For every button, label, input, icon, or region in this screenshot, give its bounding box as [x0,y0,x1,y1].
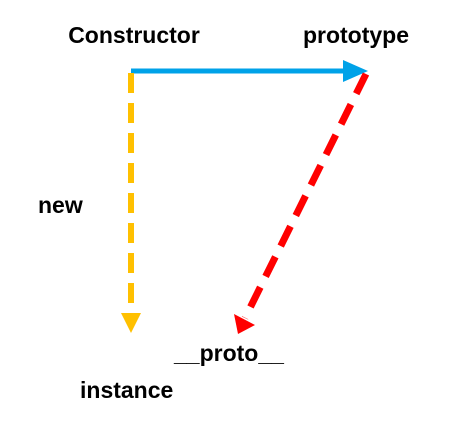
prototype-label: prototype [303,22,409,48]
proto-arrow [234,72,370,334]
new-label: new [38,192,83,218]
constructor-label: Constructor [68,22,200,48]
constructor-to-prototype-arrowhead [343,60,368,82]
constructor-to-prototype-arrow [131,60,368,82]
proto-label: __proto__ [173,340,284,366]
instance-label: instance [80,377,173,403]
proto-arrow-arrowhead [234,314,255,334]
new-arrow [121,73,141,333]
proto-arrow-line [241,72,370,320]
new-arrow-arrowhead [121,313,141,333]
